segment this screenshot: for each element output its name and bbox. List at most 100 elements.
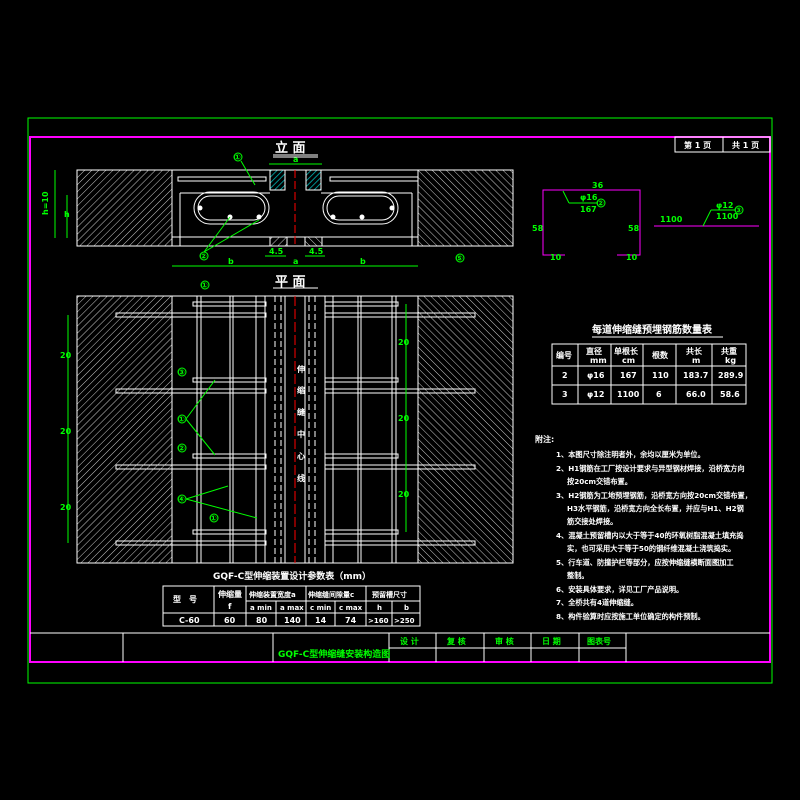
table-header: 编号 <box>556 350 572 360</box>
callout-1: ① <box>234 153 241 162</box>
plan-dim: 20 <box>398 490 410 499</box>
callout-1: ① <box>201 281 208 290</box>
plan-view: 平 面 伸 缩 缝 中 心 线 <box>60 275 514 564</box>
rebar-3-detail: 1100 φ12 1100 ③ <box>654 201 759 227</box>
notes-title: 附注: <box>535 434 554 444</box>
table-header: 共长 <box>686 346 703 356</box>
param-header: f <box>228 602 232 611</box>
svg-text:φ12: φ12 <box>587 390 604 399</box>
svg-text:6: 6 <box>656 390 662 399</box>
param-table-title: GQF-C型伸缩装置设计参数表（mm） <box>213 570 371 582</box>
svg-text:183.7: 183.7 <box>683 371 708 380</box>
title-date: 日 期 <box>542 636 561 646</box>
plan-dim: 20 <box>60 427 72 436</box>
table-row: 3 φ12 1100 6 66.0 58.6 <box>562 390 740 399</box>
dim-a: a <box>293 257 298 266</box>
svg-text:110: 110 <box>652 371 669 380</box>
table-header-unit: mm <box>590 356 607 365</box>
outer-frame <box>27 117 773 684</box>
note-line: 5、行车道、防撞护栏等部分，应按伸缩缝横断面图加工 <box>556 558 734 567</box>
centerline-char: 心 <box>297 451 305 461</box>
svg-text:167: 167 <box>620 371 637 380</box>
right-steel-profile <box>305 169 322 191</box>
svg-text:80: 80 <box>256 616 268 625</box>
rebar2-dia: φ16 <box>580 193 598 202</box>
rebar2-len: 167 <box>580 205 597 214</box>
param-subheader: c min <box>310 604 331 612</box>
left-steel-profile <box>269 169 286 191</box>
rebar3-mark: ③ <box>735 206 742 215</box>
note-line: 1、本图尺寸除注明者外，余均以厘米为单位。 <box>556 450 705 459</box>
note-line: 6、安装具体要求，详见工厂产品说明。 <box>556 585 683 594</box>
drawing-border <box>29 136 771 663</box>
plan-dim: 20 <box>398 338 410 347</box>
centerline-char: 缝 <box>297 407 305 417</box>
svg-text:φ16: φ16 <box>587 371 605 380</box>
note-line: 整制。 <box>566 571 589 580</box>
rebar2-right: 58 <box>628 224 640 233</box>
callout-5: ⑤ <box>456 254 463 263</box>
centerline-char: 线 <box>297 473 305 483</box>
table-header: 直径 <box>586 346 602 356</box>
title-review: 审 核 <box>495 636 514 646</box>
note-line: 筋交接处焊接。 <box>566 517 617 526</box>
elevation-title: 立 面 <box>275 140 306 156</box>
param-subheader: a min <box>250 604 272 612</box>
rebar3-len: 1100 <box>716 212 739 221</box>
title-number: 图表号 <box>587 636 611 646</box>
dim-45-right: 4.5 <box>309 247 324 256</box>
centerline-char: 缩 <box>297 385 305 395</box>
rebar2-foot-right: 10 <box>626 253 638 262</box>
note-line: 按20cm交错布置。 <box>567 477 632 486</box>
notes: 附注: 1、本图尺寸除注明者外，余均以厘米为单位。 2、H1钢筋在工厂按设计要求… <box>535 434 752 621</box>
dim-b-left: b <box>228 257 234 266</box>
rebar2-mark: ② <box>597 199 604 208</box>
svg-text:58.6: 58.6 <box>720 390 740 399</box>
param-subheader: b <box>404 604 409 612</box>
svg-text:2: 2 <box>562 371 568 380</box>
callout-1: ① <box>210 514 217 523</box>
note-line: 2、H1钢筋在工厂按设计要求与异型钢材焊接，沿桥宽方向 <box>556 464 745 473</box>
param-header: 伸缩缝间隙量c <box>307 590 354 599</box>
dim-a-top: a <box>293 155 298 164</box>
svg-text:1100: 1100 <box>617 390 640 399</box>
drawing-title: GQF-C型伸缩缝安装构造图 <box>278 648 390 660</box>
dim-h10: h=10 <box>41 191 50 215</box>
centerline-char: 伸 <box>296 364 305 374</box>
svg-text:74: 74 <box>345 616 357 625</box>
table-header-unit: kg <box>725 356 736 365</box>
svg-text:289.9: 289.9 <box>718 371 744 380</box>
dim-b-right: b <box>360 257 366 266</box>
page-box: 第 1 页 共 1 页 <box>674 136 771 153</box>
note-line: 实，也可采用大于等于50的钢纤维混凝土浇筑捣实。 <box>567 544 735 553</box>
callout-3: ③ <box>178 368 185 377</box>
param-header: 预留槽尺寸 <box>372 590 407 599</box>
centerline-char: 中 <box>297 429 305 439</box>
elevation-view: 立 面 h=10 h a b a b 4.5 4.5 ① ② ⑤ <box>41 140 514 267</box>
table-row: C-60 60 80 140 14 74 >160 >250 <box>179 616 415 625</box>
rebar2-top: 36 <box>592 181 604 190</box>
svg-text:66.0: 66.0 <box>686 390 706 399</box>
table-header: 单根长 <box>614 346 639 356</box>
callout-4: ④ <box>178 495 185 504</box>
parameter-table: GQF-C型伸缩装置设计参数表（mm） 型 号 伸缩量 f 伸缩装置宽度a 伸缩… <box>162 570 421 627</box>
svg-text:14: 14 <box>315 616 327 625</box>
param-subheader: h <box>377 604 382 612</box>
page-current: 第 1 页 <box>684 140 711 150</box>
plan-dim: 20 <box>60 351 72 360</box>
svg-text:60: 60 <box>224 616 236 625</box>
param-header: 伸缩量 <box>217 589 242 599</box>
callout-2: ② <box>178 444 185 453</box>
title-block: GQF-C型伸缩缝安装构造图 设 计 复 核 审 核 日 期 图表号 <box>30 632 770 662</box>
table-header: 根数 <box>652 350 669 360</box>
table-row: 2 φ16 167 110 183.7 289.9 <box>562 371 744 380</box>
svg-text:3: 3 <box>562 390 568 399</box>
note-line: 3、H2钢筋为工地预埋钢筋，沿桥宽方向按20cm交错布置， <box>556 491 752 500</box>
plan-dim: 20 <box>398 414 410 423</box>
param-header: 伸缩装置宽度a <box>248 590 296 599</box>
dim-h: h <box>64 210 70 219</box>
rebar2-left: 58 <box>532 224 544 233</box>
svg-text:>160: >160 <box>368 617 389 625</box>
rebar3-len-left: 1100 <box>660 215 683 224</box>
param-header: 型 号 <box>173 594 197 604</box>
